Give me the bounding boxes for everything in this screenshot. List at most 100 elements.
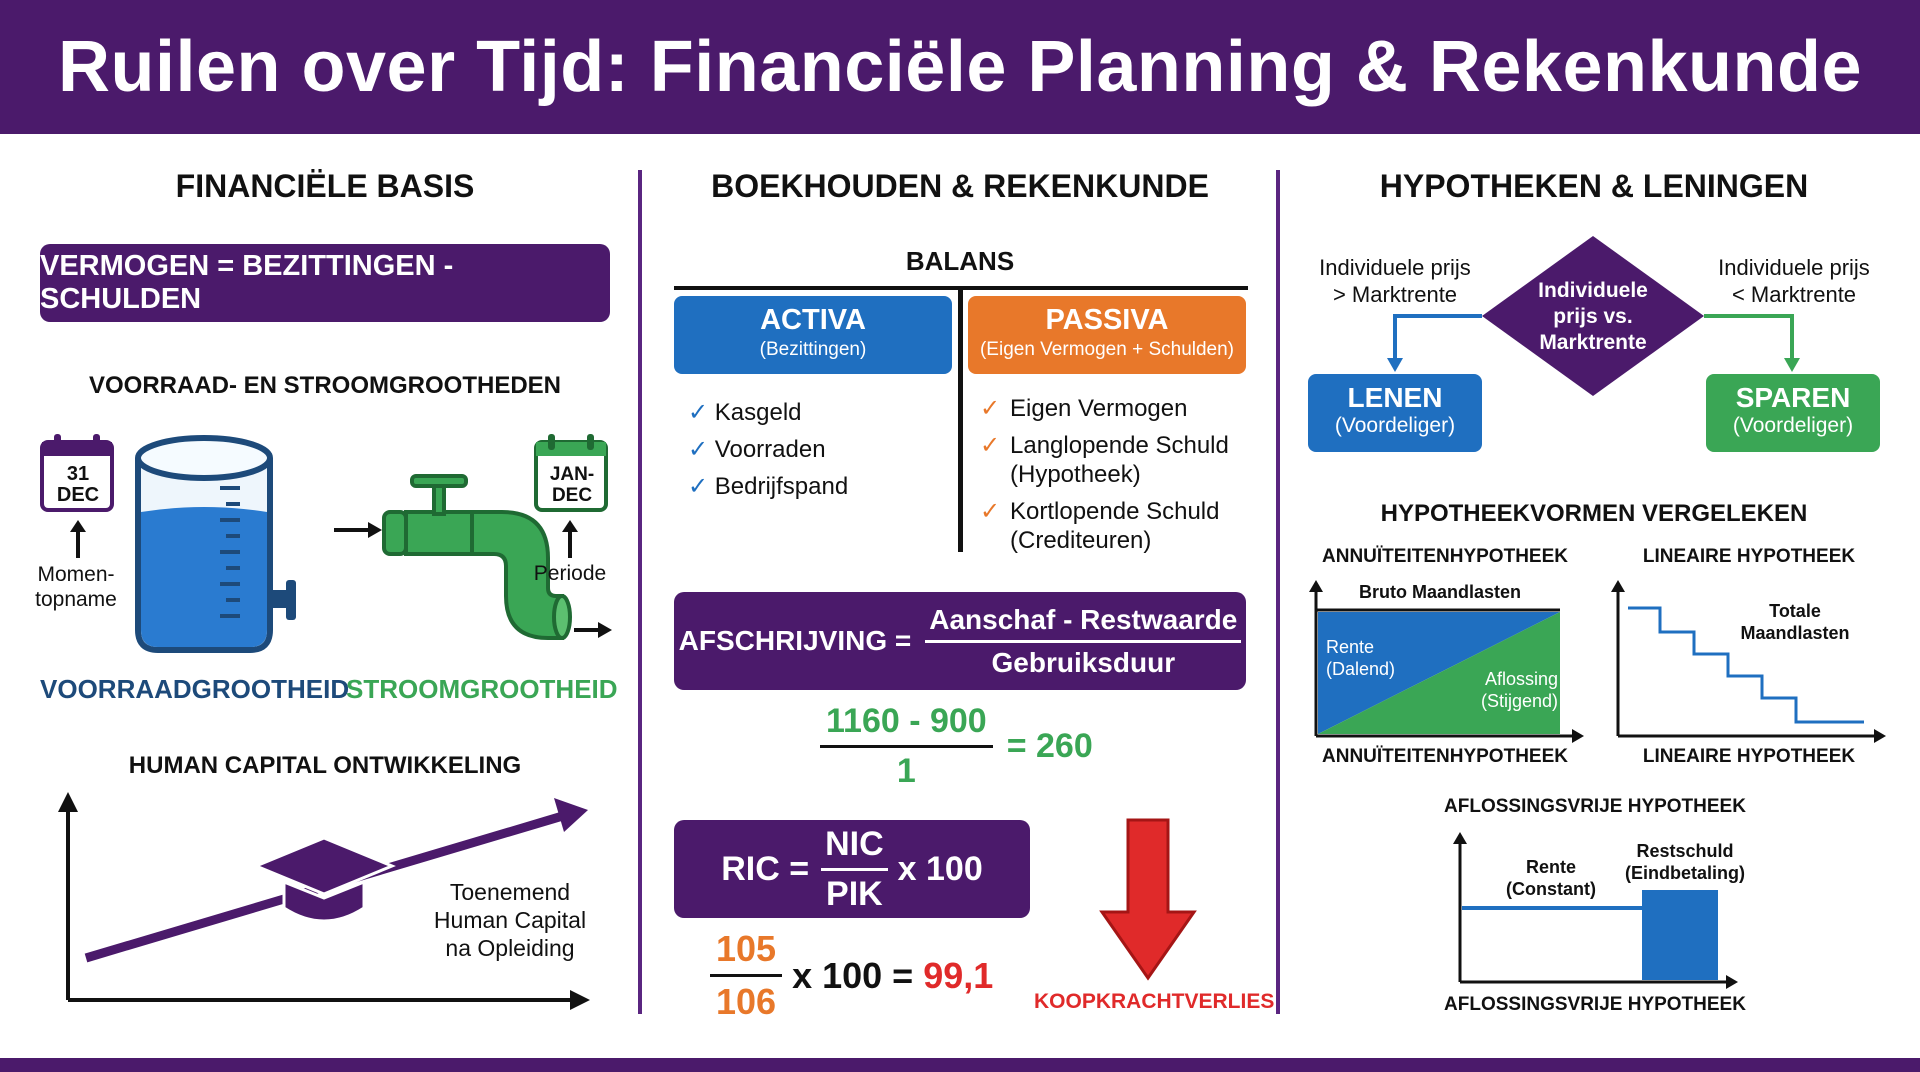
sparen-box: SPAREN (Voordeliger) bbox=[1706, 374, 1880, 452]
aflossingsvrij-rest-label: Restschuld (Eindbetaling) bbox=[1625, 841, 1745, 883]
annuiteit-aflossing-label: Aflossing (Stijgend) bbox=[1480, 669, 1558, 711]
calc1-denominator: 1 bbox=[896, 752, 916, 790]
col2-title: BOEKHOUDEN & REKENKUNDE bbox=[711, 168, 1209, 204]
col3-title: HYPOTHEKEN & LENINGEN bbox=[1379, 168, 1809, 204]
check-icon: ✓ bbox=[980, 432, 1001, 459]
check-icon: ✓ bbox=[980, 498, 1001, 525]
passiva-list: ✓ Eigen Vermogen ✓ Langlopende Schuld (Hyp… bbox=[980, 394, 1250, 555]
column-divider-right bbox=[1276, 170, 1280, 1014]
afschrijving-numerator: Aanschaf - Restwaarde bbox=[925, 604, 1242, 643]
calendar-icon-periode bbox=[534, 434, 608, 512]
passiva-header: PASSIVA (Eigen Vermogen + Schulden) bbox=[968, 296, 1246, 374]
afschrijving-calc: 1160 - 900 1 = 260 bbox=[820, 702, 1093, 791]
balans-center-rule bbox=[958, 290, 963, 552]
faucet-icon bbox=[334, 474, 612, 640]
lineair-title: LINEAIRE HYPOTHEEK bbox=[1642, 546, 1856, 567]
calc1-fraction: 1160 - 900 1 bbox=[820, 702, 993, 791]
diamond-text: Individuele prijs vs. Marktrente bbox=[1538, 279, 1648, 354]
lenen-sub: (Voordeliger) bbox=[1334, 414, 1456, 437]
calendar-left-day: 31 bbox=[66, 463, 90, 485]
calendar-right-line2: DEC bbox=[551, 485, 593, 506]
sparen-title: SPAREN bbox=[1735, 382, 1851, 413]
passiva-item-label: Langlopende Schuld (Hypotheek) bbox=[1010, 432, 1229, 488]
passiva-item: ✓ Langlopende Schuld (Hypotheek) bbox=[980, 431, 1250, 489]
aflossingsvrij-bottom-label: AFLOSSINGSVRIJE HYPOTHEEK bbox=[1444, 994, 1746, 1015]
aflossingsvrij-chart bbox=[1453, 832, 1738, 989]
calc2-numerator: 105 bbox=[710, 928, 783, 977]
activa-title: ACTIVA bbox=[760, 304, 866, 336]
calendar-left-text: 31 DEC bbox=[40, 464, 116, 506]
right-condition: Individuele prijs < Marktrente bbox=[1718, 255, 1870, 307]
decision-flow bbox=[1387, 236, 1800, 396]
stock-label: VOORRAADGROOTHEID bbox=[40, 674, 350, 704]
passiva-item: ✓ Eigen Vermogen bbox=[980, 394, 1250, 423]
lenen-title: LENEN bbox=[1347, 382, 1443, 413]
lineair-chart bbox=[1611, 580, 1886, 743]
vermogen-equation: VERMOGEN = BEZITTINGEN - SCHULDEN bbox=[40, 250, 454, 315]
graduation-cap-icon bbox=[252, 836, 396, 923]
activa-item-label: Kasgeld bbox=[714, 399, 802, 426]
balans-top-rule bbox=[674, 286, 1248, 290]
activa-list: ✓ Kasgeld ✓ Voorraden ✓ Bedrijfspand bbox=[688, 394, 848, 505]
compare-title: HYPOTHEEKVORMEN VERGELEKEN bbox=[1380, 500, 1808, 527]
ric-calc: 105 106 x 100 = 99,1 bbox=[710, 928, 993, 1023]
calendar-right-label: Periode bbox=[533, 562, 607, 585]
ric-numerator: NIC bbox=[821, 825, 888, 871]
passiva-item: ✓ Kortlopende Schuld (Crediteuren) bbox=[980, 497, 1250, 555]
activa-item: ✓ Bedrijfspand bbox=[688, 468, 848, 505]
column-divider-left bbox=[638, 170, 642, 1014]
annuiteit-bottom-label: ANNUÏTEITENHYPOTHEEK bbox=[1322, 746, 1568, 767]
check-icon: ✓ bbox=[688, 473, 709, 500]
annuiteit-top-label: Bruto Maandlasten bbox=[1358, 582, 1522, 602]
activa-header: ACTIVA (Bezittingen) bbox=[674, 296, 952, 374]
ric-formula-box: RIC = NIC PIK x 100 bbox=[674, 820, 1030, 918]
calc1-result: = 260 bbox=[1006, 727, 1093, 765]
check-icon: ✓ bbox=[688, 399, 709, 426]
beaker-icon bbox=[135, 435, 296, 653]
human-capital-note: Toenemend Human Capital na Opleiding bbox=[433, 879, 587, 961]
aflossingsvrij-rente-label: Rente (Constant) bbox=[1506, 857, 1596, 899]
balans-title: BALANS bbox=[905, 246, 1015, 276]
calc2-denominator: 106 bbox=[716, 981, 777, 1022]
col1-title: FINANCIËLE BASIS bbox=[175, 168, 475, 204]
activa-sub: (Bezittingen) bbox=[759, 339, 867, 360]
afschrijving-formula-box: AFSCHRIJVING = Aanschaf - Restwaarde Geb… bbox=[674, 592, 1246, 690]
afschrijving-fraction: Aanschaf - Restwaarde Gebruiksduur bbox=[925, 604, 1242, 679]
lenen-box: LENEN (Voordeliger) bbox=[1308, 374, 1482, 452]
calendar-left-month: DEC bbox=[56, 484, 100, 506]
lineair-label: Totale Maandlasten bbox=[1740, 601, 1850, 643]
calendar-right-line1: JAN- bbox=[549, 464, 595, 485]
arrow-up-icon-right bbox=[562, 520, 578, 558]
passiva-item-label: Eigen Vermogen bbox=[1010, 395, 1188, 422]
calendar-icon-moment bbox=[40, 434, 114, 512]
activa-item-label: Bedrijfspand bbox=[714, 473, 849, 500]
left-condition: Individuele prijs > Marktrente bbox=[1319, 255, 1471, 307]
annuiteit-title: ANNUÏTEITENHYPOTHEEK bbox=[1322, 546, 1568, 567]
passiva-item-label: Kortlopende Schuld (Crediteuren) bbox=[1010, 498, 1220, 554]
aflossingsvrij-title: AFLOSSINGSVRIJE HYPOTHEEK bbox=[1444, 796, 1746, 817]
calendar-left-label: Momen- topname bbox=[35, 563, 117, 611]
stock-flow-title: VOORRAAD- EN STROOMGROOTHEDEN bbox=[88, 372, 561, 399]
activa-item-label: Voorraden bbox=[714, 436, 826, 463]
ric-multiplier: x 100 bbox=[897, 849, 983, 888]
passiva-sub: (Eigen Vermogen + Schulden) bbox=[979, 339, 1235, 360]
sparen-sub: (Voordeliger) bbox=[1732, 414, 1854, 437]
afschrijving-label: AFSCHRIJVING = bbox=[678, 625, 912, 656]
flow-label: STROOMGROOTHEID bbox=[346, 674, 618, 704]
arrow-down-icon bbox=[1099, 818, 1197, 981]
lineair-bottom-label: LINEAIRE HYPOTHEEK bbox=[1642, 746, 1856, 767]
check-icon: ✓ bbox=[688, 436, 709, 463]
header-banner: Ruilen over Tijd: Financiële Planning & … bbox=[0, 0, 1920, 134]
afschrijving-denominator: Gebruiksduur bbox=[991, 646, 1176, 678]
calc2-result: 99,1 bbox=[923, 954, 994, 996]
ric-denominator: PIK bbox=[826, 874, 883, 913]
calc2-multiplier: x 100 = bbox=[792, 954, 914, 996]
activa-item: ✓ Voorraden bbox=[688, 431, 848, 468]
human-capital-title: HUMAN CAPITAL ONTWIKKELING bbox=[128, 752, 522, 779]
ric-fraction: NIC PIK bbox=[821, 825, 888, 914]
calc1-numerator: 1160 - 900 bbox=[820, 702, 993, 748]
ric-label: RIC = bbox=[721, 849, 810, 888]
activa-item: ✓ Kasgeld bbox=[688, 394, 848, 431]
check-icon: ✓ bbox=[980, 395, 1001, 422]
passiva-title: PASSIVA bbox=[1045, 304, 1169, 336]
